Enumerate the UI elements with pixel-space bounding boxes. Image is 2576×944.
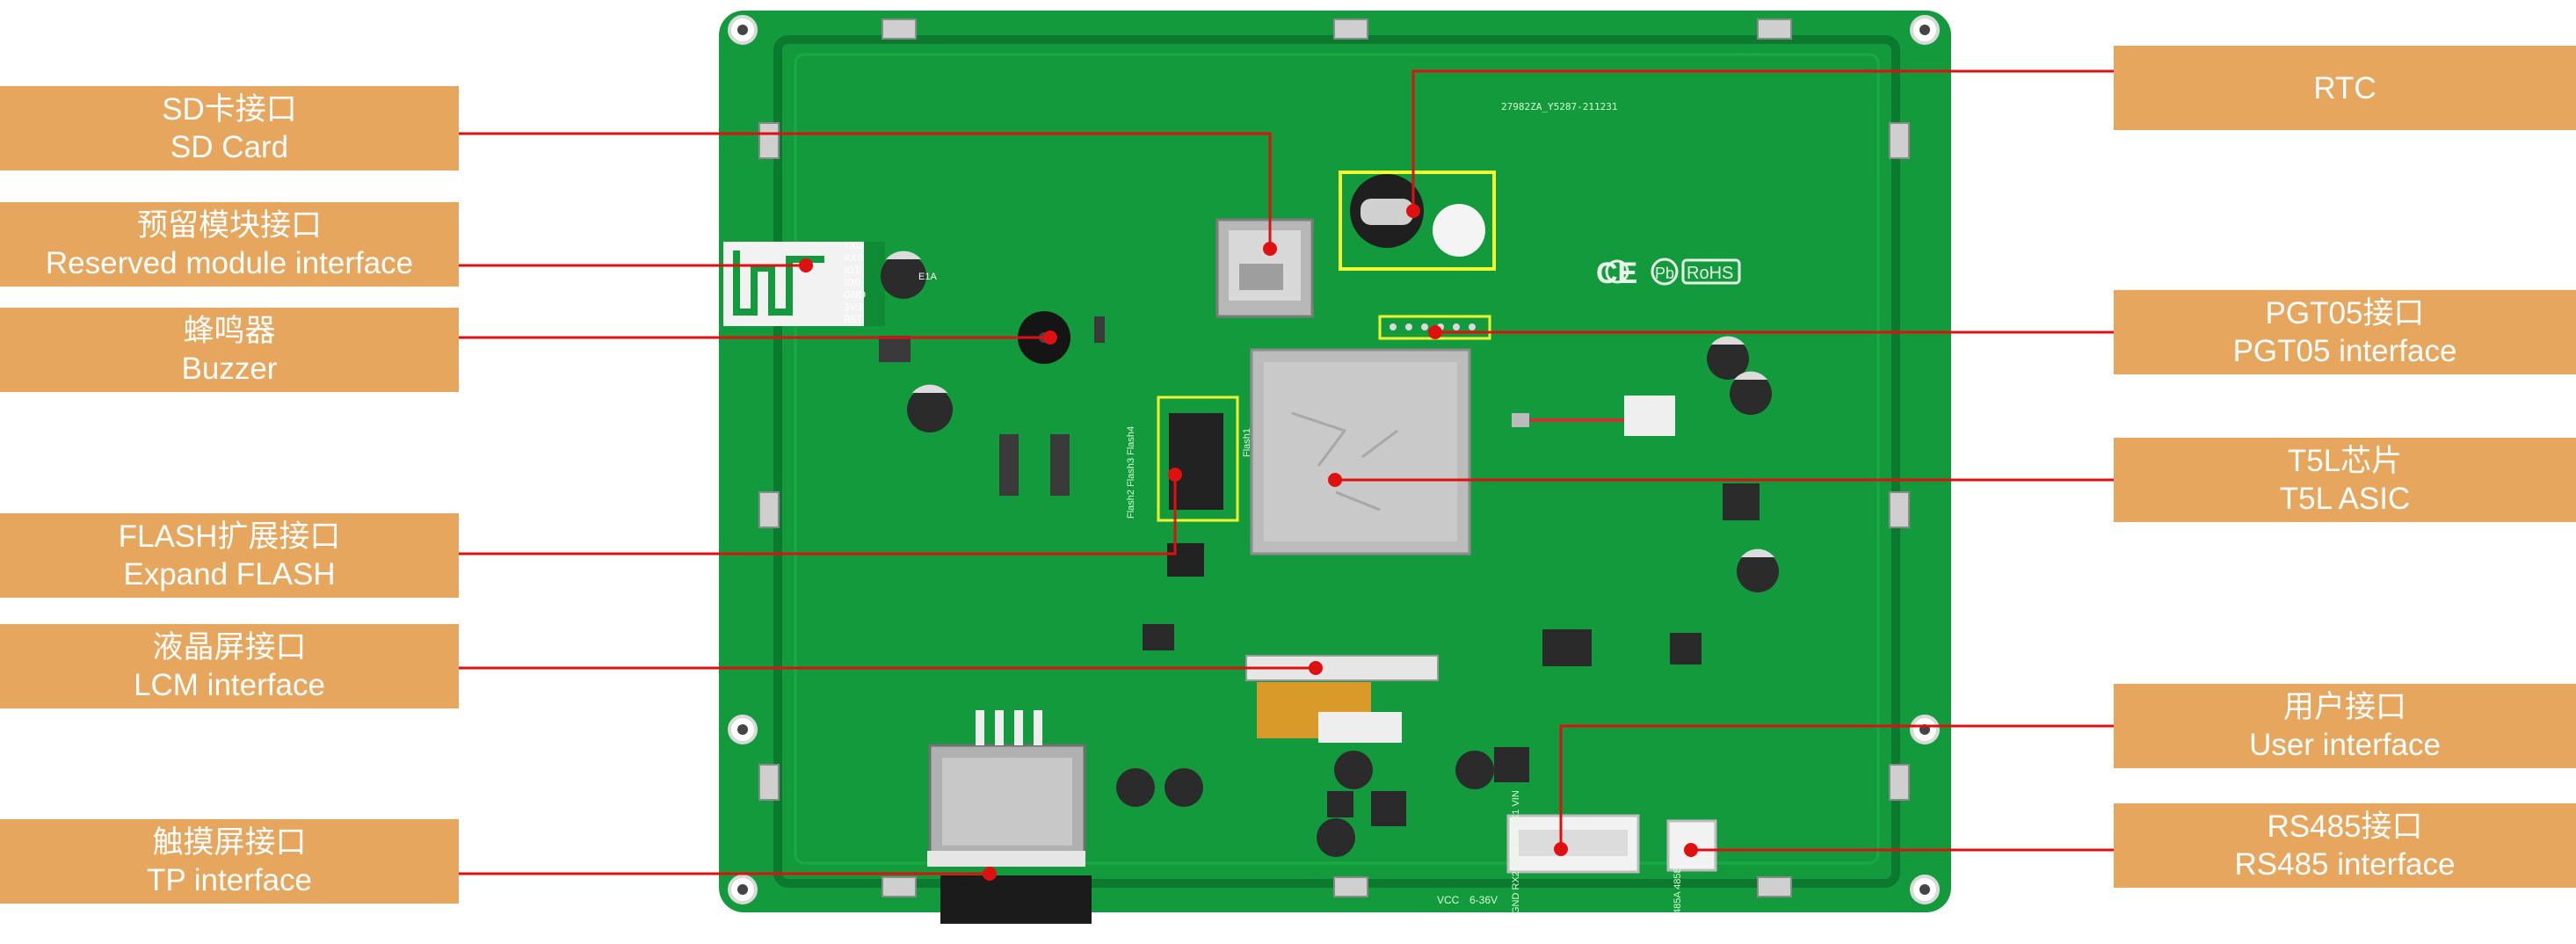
reserved-module [723,242,885,326]
label-pgt05: PGT05接口 PGT05 interface [2114,290,2576,374]
module-pin-1: RX0 [844,252,863,264]
user-pins-silk: GND RX2 TX2 RX1 TX1 VIN [1511,790,1521,914]
label-t5l-en: T5L ASIC [2279,482,2411,516]
label-tp-en: TP interface [146,863,313,897]
label-rs485: RS485接口 RS485 interface [2114,803,2576,888]
compliance-marks [1605,258,1741,286]
mark-pb: Pb [1655,265,1674,282]
label-sd-card: SD卡接口 SD Card [0,86,459,171]
label-reserved-module: 预留模块接口 Reserved module interface [0,202,459,287]
label-t5l-zh: T5L芯片 [2287,444,2403,478]
mark-ce: CE [1596,257,1637,290]
label-buzzer-zh: 蜂鸣器 [183,314,276,348]
leader-lines [459,69,2114,875]
silkscreen-code: 27982ZA_Y5287-211231 [1501,101,1617,113]
label-lcm-zh: 液晶屏接口 [152,630,307,664]
leader-sd-card [459,132,1272,249]
misc-ics [1143,624,1702,826]
power-connector [1512,396,1675,436]
rs485-pins-silk: 485A 485B [1673,867,1683,914]
capacitors-right [1707,336,1779,592]
label-user-en: User interface [2249,728,2441,762]
label-tp-zh: 触摸屏接口 [152,825,307,860]
leader-flash [459,475,1177,556]
label-rs485-en: RS485 interface [2234,847,2456,882]
leader-dots [799,204,1698,881]
capacitors-bottom [1116,751,1494,857]
module-pin-4: GND [844,289,866,301]
vcc-range-silk: 6-36V [1469,894,1498,906]
label-buzzer-en: Buzzer [181,352,278,386]
t5l-asic [1250,348,1471,556]
mark-rohs: RoHS [1687,264,1733,283]
label-sd-card-en: SD Card [170,130,289,164]
label-lcm: 液晶屏接口 LCM interface [0,624,459,708]
module-pin-6: RST [844,314,863,325]
label-t5l: T5L芯片 T5L ASIC [2114,438,2576,522]
module-pin-3: IO0 [844,277,860,288]
label-rtc-zh: RTC [2313,70,2376,105]
label-reserved-module-en: Reserved module interface [45,246,414,280]
vcc-silk: VCC [1437,894,1460,906]
label-user: 用户接口 User interface [2114,684,2576,768]
sd-card-slot [1215,218,1314,318]
label-flash-en: Expand FLASH [123,557,336,592]
flash-silk-2: Flash1 [1242,428,1252,457]
edge-clips [758,18,1910,897]
label-buzzer: 蜂鸣器 Buzzer [0,308,459,392]
module-pin-0: TX0 [843,240,862,251]
label-rtc: RTC [2114,46,2576,130]
rtc-battery [1339,171,1496,271]
label-pgt05-zh: PGT05接口 [2265,296,2425,330]
leader-rtc [1411,69,2114,211]
label-tp: 触摸屏接口 TP interface [0,819,459,904]
label-reserved-module-zh: 预留模块接口 [136,208,322,243]
label-rs485-zh: RS485接口 [2267,810,2423,844]
label-user-zh: 用户接口 [2282,690,2406,724]
label-sd-card-zh: SD卡接口 [162,92,297,127]
label-flash: FLASH扩展接口 Expand FLASH [0,513,459,598]
capacitors-left [881,251,953,432]
user-connector [1506,814,1640,874]
flash-area [1157,396,1239,577]
tp-connector [927,710,1092,924]
label-flash-zh: FLASH扩展接口 [118,519,341,554]
module-pin-5: 3V3 [844,301,863,313]
module-pin-2: IO1 [844,265,860,276]
flash-silk-1: Flash2 Flash3 Flash4 [1126,426,1136,519]
leader-user [1559,724,2114,849]
cap-text: E1A [918,272,937,282]
label-pgt05-en: PGT05 interface [2232,334,2457,368]
label-lcm-en: LCM interface [134,668,325,702]
